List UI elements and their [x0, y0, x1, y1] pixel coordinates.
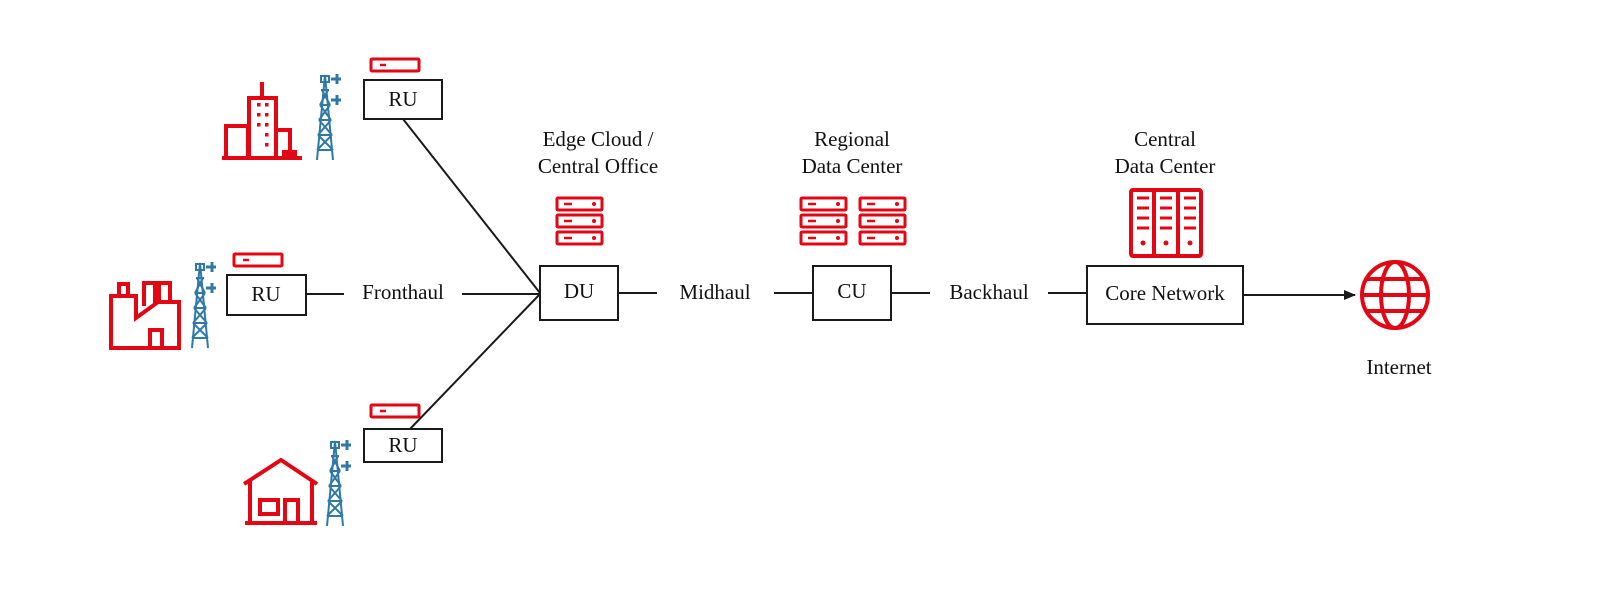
server-rack-icon	[799, 196, 907, 246]
cu-label: CU	[837, 279, 866, 303]
fronthaul-link-bottom	[409, 293, 541, 430]
ru-bottom-label: RU	[388, 433, 417, 457]
fronthaul-link-top	[402, 118, 541, 294]
ru-top-label: RU	[388, 87, 417, 111]
cell-tower-icon	[325, 438, 353, 528]
ru-top-box	[363, 79, 443, 120]
du-box	[539, 265, 619, 321]
fronthaul-label: Fronthaul	[362, 280, 444, 304]
regional-dc-title-line2: Data Center	[802, 154, 903, 178]
office-building-icon	[222, 82, 302, 160]
central-dc-title-line1: Central	[1134, 127, 1196, 151]
server-unit-icon	[369, 57, 421, 73]
cu-box	[812, 265, 892, 321]
midhaul-label: Midhaul	[679, 280, 750, 304]
server-rack-icon	[555, 196, 604, 246]
house-icon	[242, 457, 319, 525]
core-network-label: Core Network	[1105, 281, 1225, 305]
ru-mid-box	[226, 274, 307, 316]
server-unit-icon	[232, 252, 284, 268]
ru-mid-label: RU	[251, 282, 280, 306]
globe-icon	[1360, 260, 1430, 330]
core-network-box	[1086, 265, 1244, 325]
du-label: DU	[564, 279, 594, 303]
server-unit-icon	[369, 403, 421, 419]
central-dc-title-line2: Data Center	[1115, 154, 1216, 178]
cell-tower-icon	[315, 72, 343, 162]
backhaul-label: Backhaul	[949, 280, 1028, 304]
regional-dc-title-line1: Regional	[814, 127, 890, 151]
ru-bottom-box	[363, 428, 443, 463]
data-center-icon	[1129, 188, 1203, 258]
edge-cloud-title-line1: Edge Cloud /	[543, 127, 654, 151]
factory-icon	[109, 281, 181, 350]
internet-label: Internet	[1366, 355, 1431, 379]
cell-tower-icon	[190, 260, 218, 350]
edge-cloud-title-line2: Central Office	[538, 154, 658, 178]
